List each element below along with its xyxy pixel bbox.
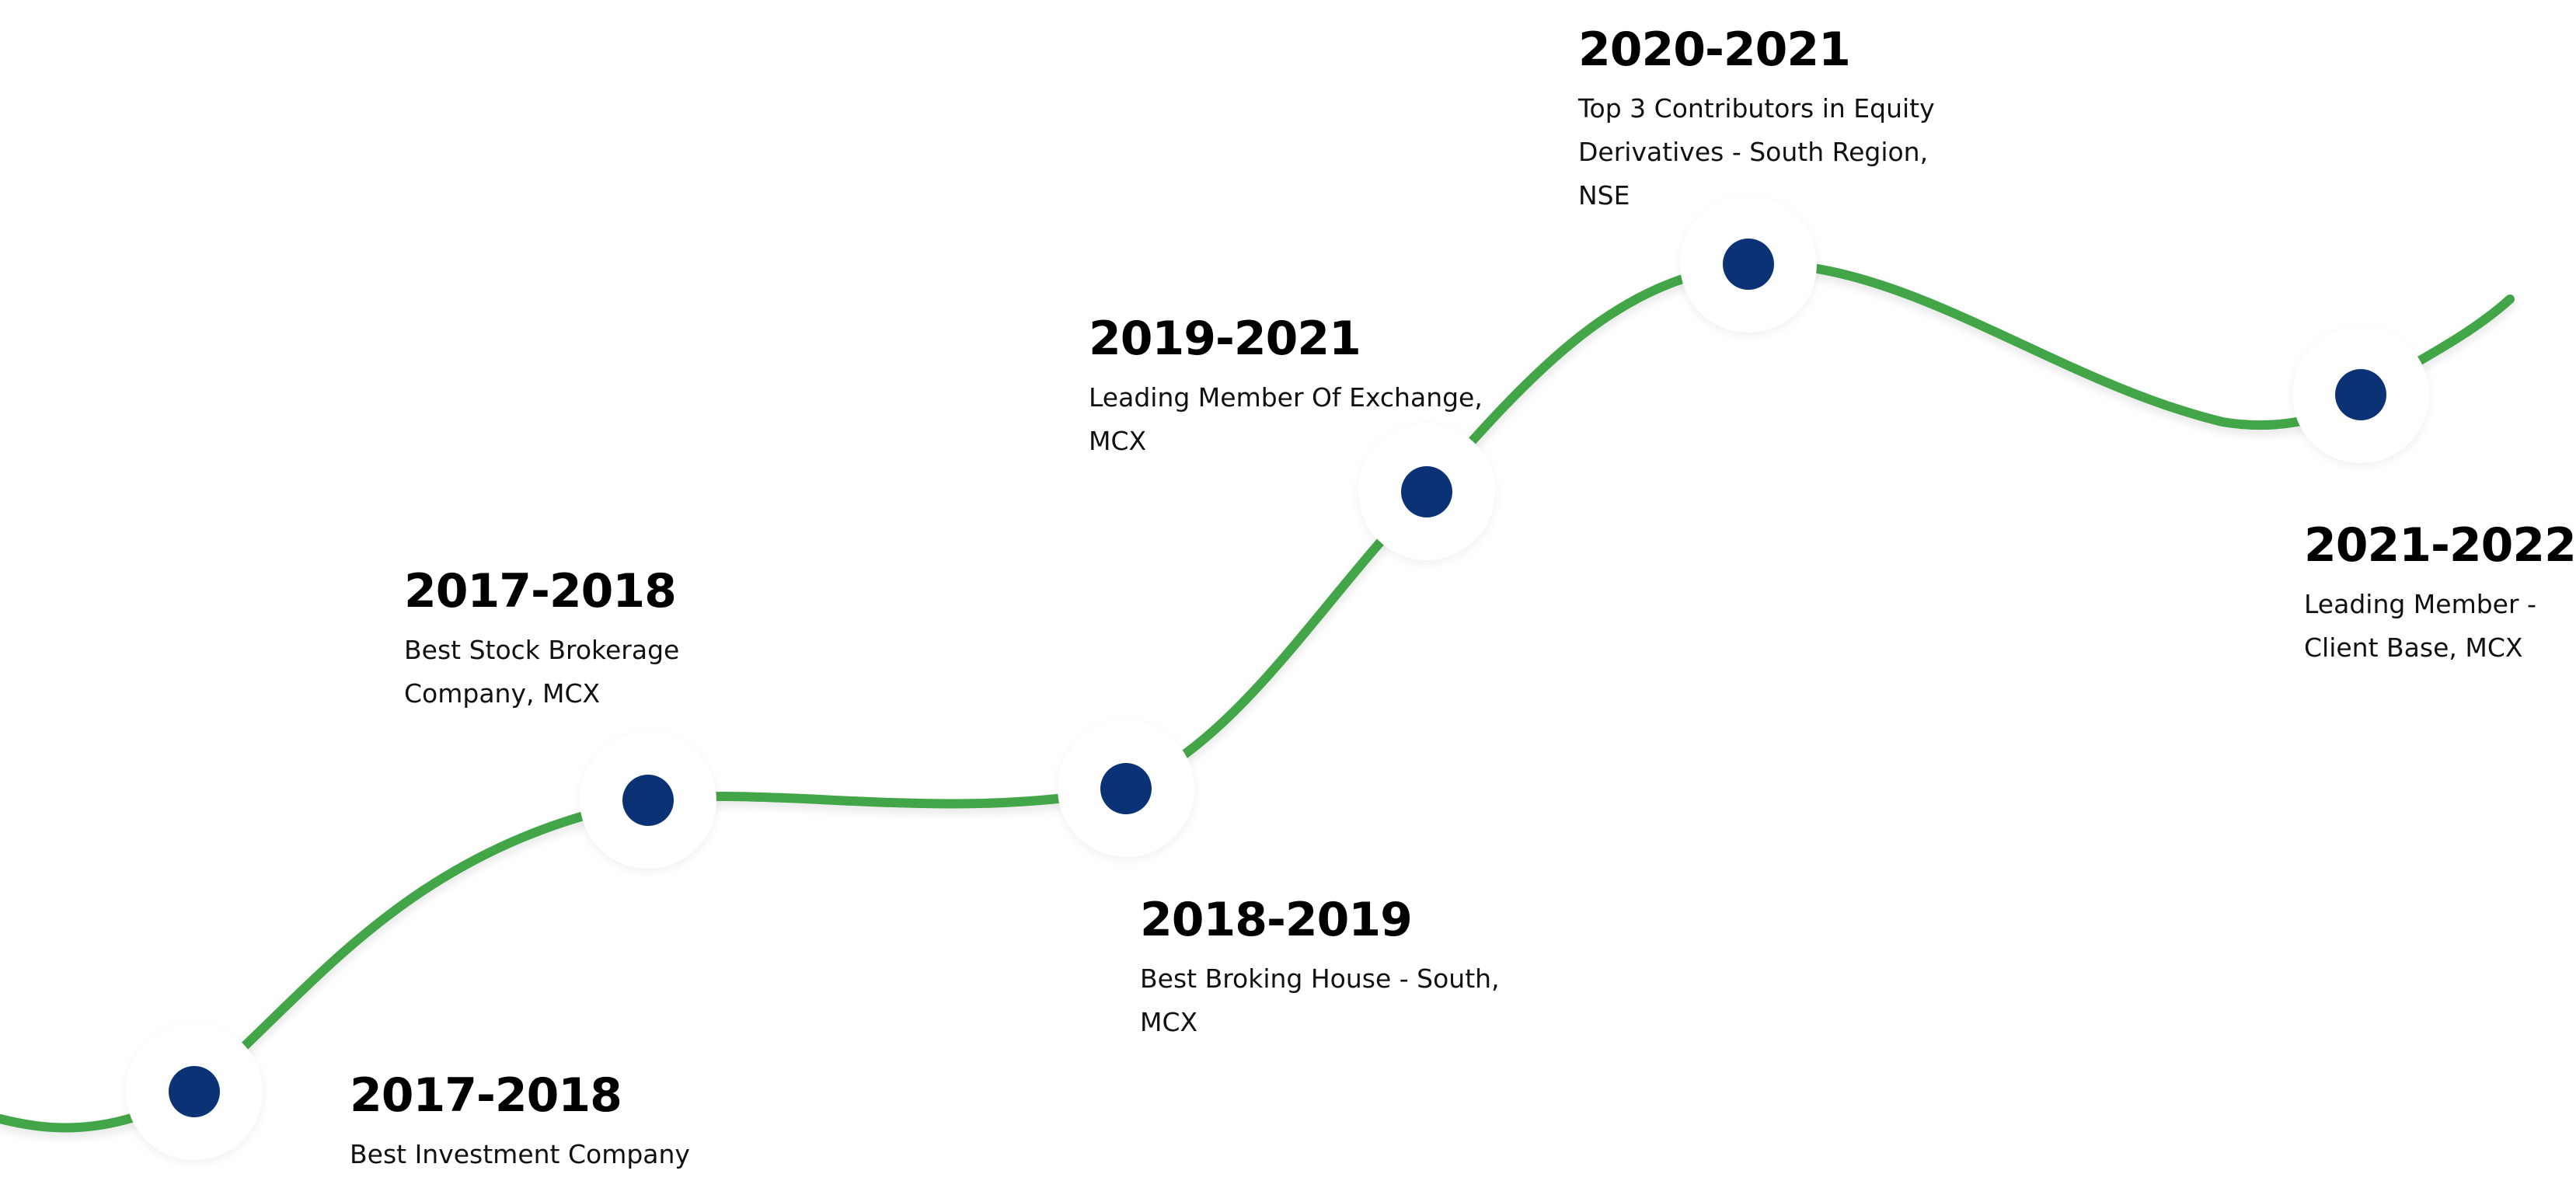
milestone-description: Leading Member Of Exchange, MCX xyxy=(1089,382,1483,456)
milestone-3: 2019-2021 Leading Member Of Exchange, MC… xyxy=(1089,315,1493,463)
milestone-4: 2020-2021 Top 3 Contributors in Equity D… xyxy=(1578,26,1936,218)
timeline-curve xyxy=(0,259,2515,1133)
milestone-description: Leading Member - Client Base, MCX xyxy=(2304,589,2536,663)
node-dot xyxy=(1100,763,1152,814)
node-dot xyxy=(1401,466,1452,517)
milestone-1: 2017-2018 Best Stock Brokerage Company, … xyxy=(404,568,816,716)
milestone-0: 2017-2018 Best Investment Company xyxy=(350,1072,816,1176)
milestone-year: 2020-2021 xyxy=(1578,23,1851,77)
timeline-node-0 xyxy=(126,1023,263,1160)
milestone-description: Best Investment Company xyxy=(350,1139,690,1169)
timeline-node-3 xyxy=(1358,423,1495,560)
node-dot xyxy=(1723,239,1774,290)
milestone-2: 2018-2019 Best Broking House - South, MC… xyxy=(1140,897,1513,1044)
node-dot xyxy=(2335,369,2386,420)
milestone-year: 2017-2018 xyxy=(404,564,677,618)
milestone-description: Best Broking House - South, MCX xyxy=(1140,963,1500,1037)
milestone-year: 2018-2019 xyxy=(1140,893,1413,947)
node-dot xyxy=(169,1066,220,1117)
milestone-year: 2017-2018 xyxy=(350,1068,622,1123)
milestone-year: 2021-2022 xyxy=(2304,518,2576,573)
timeline-node-4 xyxy=(1680,196,1817,333)
milestone-description: Top 3 Contributors in Equity Derivatives… xyxy=(1578,93,1935,211)
milestone-year: 2019-2021 xyxy=(1089,312,1361,366)
timeline-node-1 xyxy=(580,732,716,869)
timeline-node-5 xyxy=(2292,326,2429,463)
milestone-5: 2021-2022 Leading Member - Client Base, … xyxy=(2304,518,2576,670)
node-dot xyxy=(622,775,674,826)
timeline-node-2 xyxy=(1058,720,1194,857)
milestone-description: Best Stock Brokerage Company, MCX xyxy=(404,635,680,709)
